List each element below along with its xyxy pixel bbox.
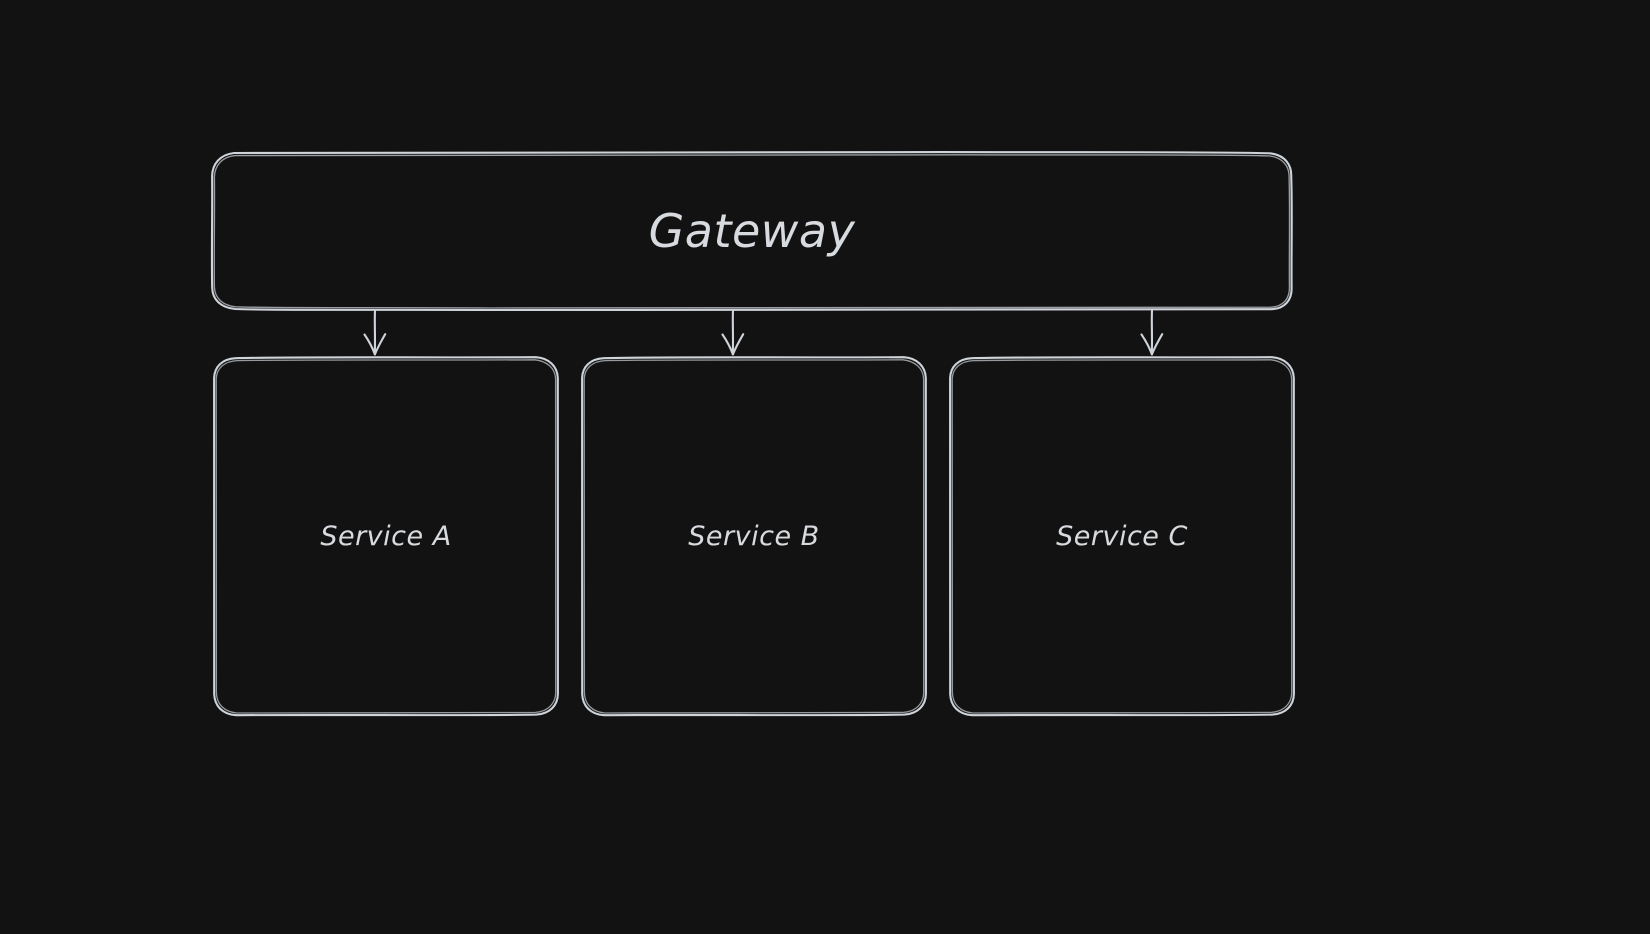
node-gateway-shape[interactable] (210, 151, 1293, 312)
edge-gateway-service-c[interactable] (1140, 309, 1164, 356)
node-service-c-shape[interactable] (948, 356, 1296, 717)
edge-gateway-service-a[interactable] (363, 309, 387, 356)
node-service-a-shape[interactable] (212, 356, 560, 717)
node-service-b-shape[interactable] (580, 356, 928, 717)
edge-gateway-service-b[interactable] (721, 309, 745, 356)
